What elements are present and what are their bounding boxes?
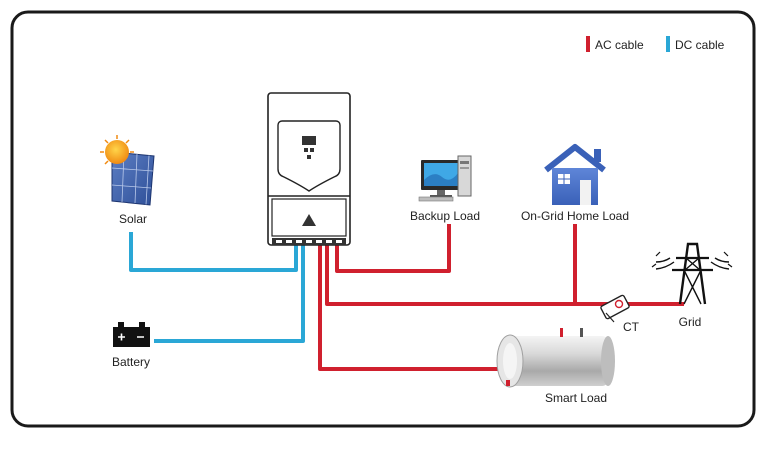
dc-cables [129,232,305,343]
legend: AC cable DC cable [586,36,725,52]
ac-cable-smart-load [318,245,500,371]
dc-cable-legend-label: DC cable [675,38,725,52]
current-transformer-icon [600,294,630,323]
inverter-icon [267,92,351,246]
solar-panel-icon [100,135,155,206]
smart-load-label: Smart Load [545,391,607,405]
ac-cable-backup-load [335,224,451,273]
ac-cable-legend-label: AC cable [595,38,644,52]
grid-label: Grid [679,315,702,329]
house-icon [544,144,606,205]
solar-label: Solar [119,212,147,226]
home-load-label: On-Grid Home Load [521,209,629,223]
backup-load-label: Backup Load [410,209,480,223]
battery-icon [113,322,150,347]
transmission-tower-icon [651,242,733,305]
diagram-frame [10,10,756,428]
ac-cable-swatch [586,36,590,52]
dc-cable-solar [129,232,298,272]
water-heater-icon [496,328,615,388]
dc-cable-swatch [666,36,670,52]
desktop-computer-icon [418,155,472,202]
ct-label: CT [623,320,640,334]
ac-cables [318,224,684,371]
dc-cable-battery [154,245,305,343]
ac-cable-grid [325,245,684,306]
battery-label: Battery [112,355,150,369]
